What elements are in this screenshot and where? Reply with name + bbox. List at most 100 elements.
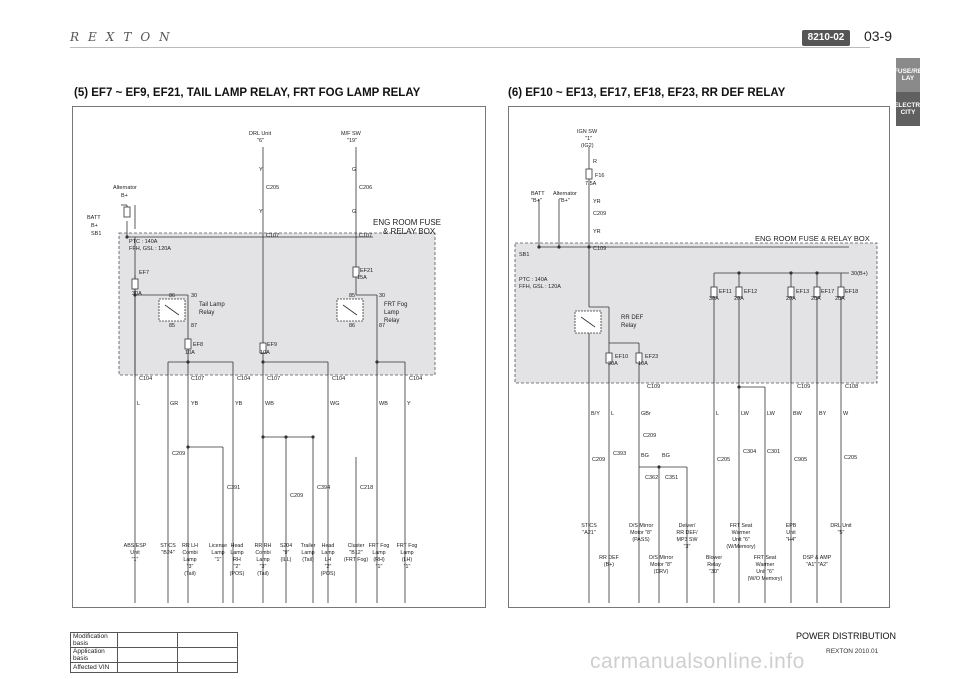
connector-c104-b: C104	[237, 376, 250, 382]
load-seat-nomem-l2: Warmer	[756, 562, 775, 568]
load-rr-rh-l2: Combi	[255, 550, 270, 556]
connector-c107-c: C107	[191, 376, 204, 382]
fog-relay-pin-87: 87	[379, 323, 385, 329]
wire-y-upper: Y	[259, 167, 263, 173]
fuse-ef21: EF21	[360, 268, 373, 274]
wire-color-1: L	[137, 401, 140, 407]
tail-relay-pin-30: 30	[191, 293, 197, 299]
tab-fuse-relay[interactable]: FUSE/RE LAY	[894, 58, 922, 92]
load-cluster-l2: "B12"	[349, 550, 362, 556]
watermark: carmanualsonline.info	[590, 650, 805, 673]
load-s204-l2: "9"	[283, 550, 290, 556]
wire-color-4: BG	[641, 453, 649, 459]
page-number: 03-9	[864, 28, 893, 44]
connector-c391: C391	[227, 485, 240, 491]
load-rr-lh-l4: "3"	[187, 564, 194, 570]
fuse-ef12: EF12	[744, 289, 757, 295]
load-drl-unit-l2: "5"	[838, 530, 845, 536]
load-rr-rh-l3: Lamp	[256, 557, 269, 563]
load-trailer-l1: Trailer	[301, 543, 316, 549]
connector-c206: C206	[359, 185, 372, 191]
application-basis-label: Application basis	[70, 647, 118, 663]
tab-electricity[interactable]: ELECTRI CITY	[894, 92, 922, 126]
fuse-ef9: EF9	[267, 342, 277, 348]
load-head-rh-l5: (POS)	[230, 571, 245, 577]
fuse-ef18-rating: 20A	[835, 296, 845, 302]
load-stics-l2: "A21"	[582, 530, 595, 536]
ffh-label: FFH, GSL : 120A	[519, 284, 561, 290]
wire-yr-lower: YR	[593, 229, 601, 235]
wire-color-8: Y	[407, 401, 411, 407]
wire-color-7: WB	[379, 401, 388, 407]
load-head-rh-l4: "2"	[234, 564, 241, 570]
load-deiver-sw-l3: MP3 SW	[677, 537, 698, 543]
load-head-rh-l1: Head	[231, 543, 244, 549]
connector-c205: C205	[266, 185, 279, 191]
load-blower-l2: Relay	[707, 562, 721, 568]
ign-sw-label: IGN SW	[577, 129, 598, 135]
load-mirror-drv-l2: Motor "8"	[650, 562, 672, 568]
tail-lamp-relay-label: Tail Lamp	[199, 302, 225, 308]
wire-color-11: W	[843, 411, 849, 417]
sb1-label: SB1	[519, 252, 529, 258]
wire-color-8: LW	[767, 411, 776, 417]
load-head-rh-l2: Lamp	[230, 550, 243, 556]
load-s204-l3: (ILL)	[281, 557, 292, 563]
load-deiver-sw-l2: RR DEF/	[676, 530, 698, 536]
load-head-lh-l3: LH	[325, 557, 332, 563]
load-seat-mem-l3: Unit "6"	[732, 537, 750, 543]
wire-color-4: YB	[235, 401, 243, 407]
load-trailer-l2: Lamp	[301, 550, 314, 556]
footer-model: REXTON 2010.01	[826, 648, 879, 655]
footer-section-title: POWER DISTRIBUTION	[796, 631, 897, 641]
load-rr-rh-l1: RR RH	[255, 543, 272, 549]
wire-color-1: B/Y	[591, 411, 600, 417]
connector-c393: C393	[613, 451, 626, 457]
tail-relay-pin-86: 86	[169, 293, 175, 299]
wire-color-6: L	[716, 411, 719, 417]
load-mirror-pass-l3: (PASS)	[632, 537, 650, 543]
connector-c209-top: C209	[593, 211, 606, 217]
load-blower-l3: "30"	[709, 569, 719, 575]
load-epb-l3: "H4"	[786, 537, 797, 543]
load-license-l1: License	[209, 543, 227, 549]
alternator-terminal: B+	[121, 193, 128, 199]
fuse-ef7-rating: 30A	[132, 291, 142, 297]
connector-c209-a: C209	[172, 451, 185, 457]
fuse-ef17-rating: 20A	[811, 296, 821, 302]
load-seat-nomem-l3: Unit "6"	[756, 569, 774, 575]
load-rr-lh-l3: Lamp	[183, 557, 196, 563]
wire-color-2: L	[611, 411, 614, 417]
modification-basis-value	[117, 632, 178, 648]
wire-color-10: BY	[819, 411, 827, 417]
fuse-ef11-rating: 30A	[709, 296, 719, 302]
left-diagram-title: (5) EF7 ~ EF9, EF21, TAIL LAMP RELAY, FR…	[74, 87, 421, 99]
load-drl-unit-l1: DRL Unit	[830, 523, 852, 529]
load-mirror-pass-l1: O/S Mirror	[629, 523, 654, 529]
load-abs-esp-l2: Unit	[130, 550, 140, 556]
eng-room-fuse-box-label-2: & RELAY BOX	[383, 227, 436, 236]
load-abs-esp-l1: ABS/ESP	[124, 543, 147, 549]
wire-color-9: BW	[793, 411, 803, 417]
load-rr-rh-l5: (Tail)	[257, 571, 269, 577]
load-license-l2: Lamp	[211, 550, 224, 556]
load-trailer-l3: (Tail)	[302, 557, 314, 563]
wire-g-lower: G	[352, 209, 356, 215]
load-epb-l2: Unit	[786, 530, 796, 536]
fog-relay-label-2: Lamp	[384, 310, 400, 316]
load-head-rh-l3: RH	[233, 557, 241, 563]
batt-terminal: "B+"	[531, 198, 542, 204]
fuse-ef13-rating: 20A	[786, 296, 796, 302]
load-mirror-drv-l3: (DRV)	[654, 569, 669, 575]
wire-r: R	[593, 159, 597, 165]
wire-color-3: YB	[191, 401, 199, 407]
load-deiver-sw-l4: "3"	[684, 544, 691, 550]
load-rr-lh-l5: (Tail)	[184, 571, 196, 577]
connector-c209-b: C209	[290, 493, 303, 499]
load-fog-rh-l3: (RH)	[373, 557, 384, 563]
load-rr-rh-l4: "3"	[260, 564, 267, 570]
fuse-ef8: EF8	[193, 342, 203, 348]
ign-sw-mode: (IG2)	[581, 143, 594, 149]
tail-lamp-relay-label-2: Relay	[199, 310, 214, 316]
fog-relay-pin-85: 85	[349, 293, 355, 299]
